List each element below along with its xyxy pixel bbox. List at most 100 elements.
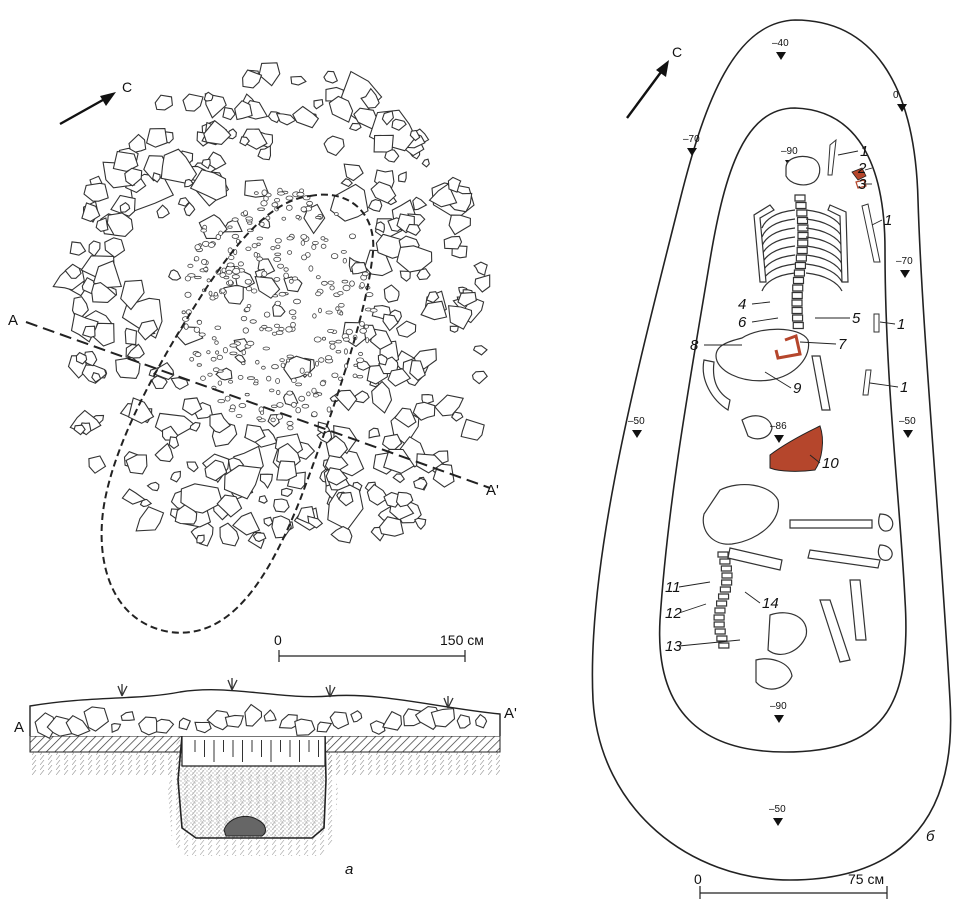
profile-stone bbox=[278, 714, 298, 729]
callout-1: 1 bbox=[900, 379, 909, 396]
vertebra bbox=[795, 201, 807, 210]
pebble bbox=[329, 343, 336, 350]
stone bbox=[189, 169, 228, 201]
pebble bbox=[201, 258, 208, 265]
pebble bbox=[270, 246, 276, 251]
artifact-10-red-object bbox=[769, 425, 823, 472]
artifact-1d bbox=[862, 369, 872, 396]
stone bbox=[409, 360, 426, 382]
depth-marker-triangle bbox=[774, 715, 784, 723]
pebble bbox=[215, 233, 221, 241]
pebble bbox=[228, 255, 235, 261]
pebble bbox=[196, 363, 202, 367]
pebble bbox=[261, 365, 266, 370]
pebble bbox=[278, 326, 285, 332]
pebble bbox=[324, 355, 333, 361]
pebble bbox=[277, 191, 285, 196]
pebble bbox=[241, 349, 246, 356]
pebble bbox=[260, 410, 265, 415]
vertebra-2 bbox=[717, 551, 729, 558]
pebble bbox=[279, 358, 285, 363]
pebble bbox=[225, 269, 233, 275]
pebble bbox=[207, 242, 216, 248]
stone bbox=[95, 217, 109, 233]
pebble bbox=[359, 282, 365, 289]
north-label-b: С bbox=[672, 44, 683, 60]
pebble bbox=[295, 382, 303, 387]
stone bbox=[378, 516, 404, 537]
stone bbox=[177, 197, 190, 207]
stone bbox=[91, 372, 102, 383]
callout-1: 1 bbox=[884, 212, 893, 229]
pebble bbox=[269, 388, 275, 393]
stone bbox=[186, 461, 199, 473]
stone bbox=[366, 483, 389, 506]
pebble bbox=[231, 233, 240, 239]
stone bbox=[259, 473, 274, 490]
pebble bbox=[319, 380, 326, 387]
leader-line bbox=[864, 167, 873, 171]
stone bbox=[374, 221, 385, 234]
pebble bbox=[231, 274, 240, 280]
stone bbox=[239, 136, 251, 147]
stone bbox=[258, 495, 268, 504]
stone bbox=[223, 285, 244, 305]
profile-stone bbox=[120, 711, 135, 721]
rib bbox=[805, 245, 843, 265]
pebble bbox=[337, 291, 344, 296]
pebble bbox=[274, 197, 281, 203]
stone bbox=[307, 515, 324, 529]
stone bbox=[381, 110, 394, 126]
pebble bbox=[238, 403, 247, 409]
pebble bbox=[331, 372, 339, 378]
pebble bbox=[292, 298, 301, 305]
stone bbox=[88, 455, 107, 474]
pebble bbox=[327, 328, 335, 333]
stone bbox=[276, 460, 298, 481]
pebble bbox=[285, 195, 294, 201]
stone bbox=[290, 75, 307, 86]
pebble bbox=[295, 407, 302, 414]
stone bbox=[209, 412, 232, 434]
pebble bbox=[365, 337, 370, 344]
pebble bbox=[312, 240, 319, 245]
stone bbox=[421, 158, 430, 168]
pebble bbox=[275, 330, 284, 336]
vertebra-2 bbox=[713, 614, 725, 621]
skull-2 bbox=[755, 658, 793, 690]
pebble bbox=[300, 240, 306, 246]
pebble bbox=[264, 327, 273, 332]
callout-2: 2 bbox=[858, 160, 867, 177]
pebble bbox=[270, 417, 276, 423]
pebble bbox=[349, 280, 355, 287]
stone bbox=[409, 129, 421, 142]
pebble bbox=[321, 336, 326, 341]
stone bbox=[168, 436, 180, 450]
vertebra bbox=[795, 254, 807, 262]
profile-stone bbox=[138, 716, 161, 736]
stone bbox=[73, 424, 86, 436]
pebble bbox=[335, 306, 340, 311]
pebble bbox=[246, 340, 255, 346]
pebble bbox=[237, 374, 244, 380]
stone bbox=[223, 464, 262, 500]
vertebra bbox=[794, 261, 807, 270]
pebble bbox=[245, 286, 252, 292]
profile-stone bbox=[156, 718, 175, 734]
vertebra-2 bbox=[720, 565, 732, 572]
pebble bbox=[210, 356, 217, 362]
vertebra-2 bbox=[718, 642, 730, 649]
stone bbox=[168, 269, 182, 281]
stone bbox=[106, 212, 134, 237]
stone bbox=[472, 345, 488, 356]
scale-max-a: 150 см bbox=[440, 632, 484, 648]
profile-stone bbox=[194, 721, 212, 734]
panel-a-plan bbox=[25, 62, 491, 662]
stone bbox=[395, 491, 414, 508]
pebble bbox=[286, 358, 291, 363]
pebble bbox=[194, 275, 202, 280]
callout-11: 11 bbox=[665, 579, 681, 596]
femur-2 bbox=[789, 519, 873, 529]
pebble bbox=[306, 200, 314, 206]
